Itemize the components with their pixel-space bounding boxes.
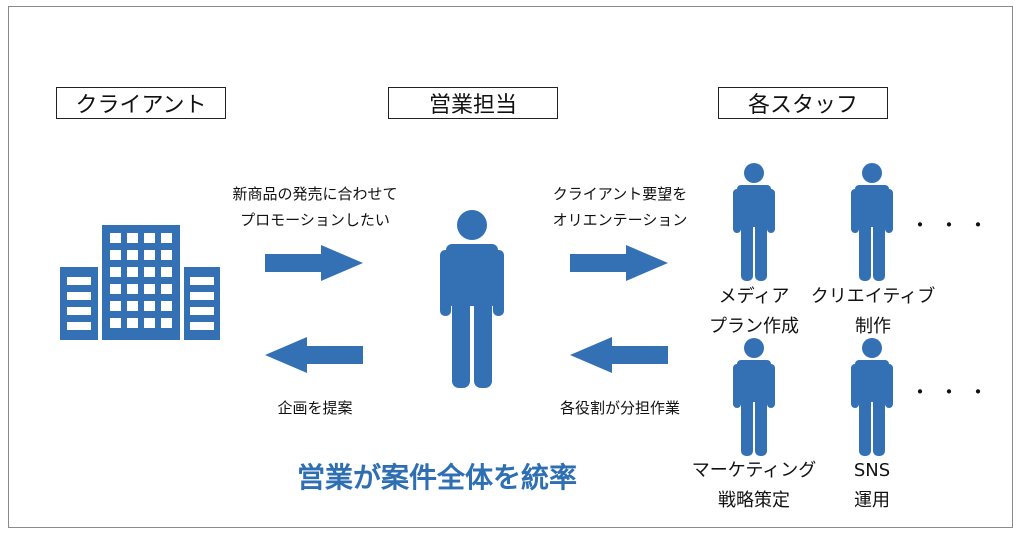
division-of-work-label: 各役割が分担作業	[559, 399, 680, 417]
more-staff-ellipsis-top: ・・・	[910, 213, 997, 237]
arrow-right-sales-to-staff	[570, 245, 668, 281]
staff-creative-label: クリエイティブ 制作	[810, 286, 936, 337]
staff-sns-person-icon	[851, 338, 893, 456]
more-staff-ellipsis-bottom: ・・・	[910, 380, 997, 404]
office-building-icon	[60, 225, 220, 340]
staff-media-person-icon	[733, 163, 775, 281]
diagram-frame	[8, 6, 1013, 528]
client-request-label: 新商品の発売に合わせて プロモーションしたい	[232, 185, 398, 229]
proposal-label: 企画を提案	[277, 399, 353, 417]
staff-creative-person-icon	[851, 163, 893, 281]
arrow-right-client-to-sales	[265, 245, 363, 281]
arrow-left-staff-to-sales	[570, 337, 668, 373]
staff-media-label: メディア プラン作成	[709, 286, 799, 337]
diagram-caption: 営業が案件全体を統率	[297, 461, 578, 494]
orientation-label: クライアント要望を オリエンテーション	[552, 185, 688, 229]
staff-marketing-person-icon	[733, 338, 775, 456]
client-header: クライアント	[56, 87, 226, 119]
staff-header: 各スタッフ	[718, 87, 888, 119]
sales-header: 営業担当	[388, 87, 558, 119]
arrow-left-sales-to-client	[265, 337, 363, 373]
sales-person-icon	[440, 210, 504, 388]
staff-sns-label: SNS 運用	[853, 460, 891, 511]
staff-marketing-label: マーケティング 戦略策定	[691, 460, 817, 511]
